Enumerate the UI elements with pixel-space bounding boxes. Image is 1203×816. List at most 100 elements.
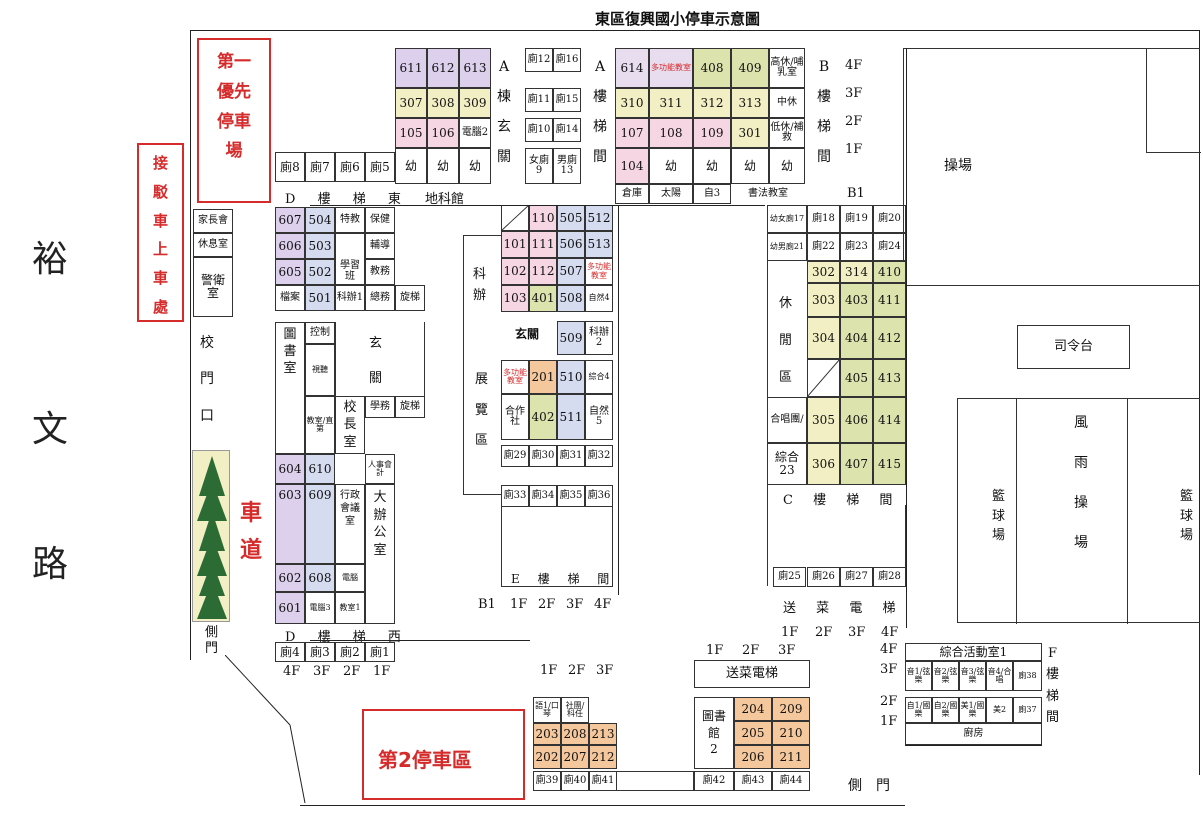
room-203[interactable]: 203	[533, 723, 561, 745]
shuttle-pickup-area[interactable]: 接 駁 車 上 車 處	[137, 143, 184, 322]
room-308[interactable]: 308	[427, 88, 459, 118]
computer-room-2[interactable]: 電腦2	[459, 118, 491, 148]
room-512[interactable]: 512	[585, 205, 613, 231]
room-101[interactable]: 101	[501, 231, 529, 258]
toilet-36: 廁36	[585, 485, 613, 507]
room-402[interactable]: 402	[529, 394, 557, 440]
room-509[interactable]: 509	[557, 321, 585, 355]
room-501[interactable]: 501	[305, 285, 335, 311]
multipurpose-room-3[interactable]: 多功能教室	[501, 360, 529, 394]
multipurpose-room-2[interactable]: 多功能教室	[585, 258, 613, 285]
room-507[interactable]: 507	[557, 258, 585, 285]
room-403[interactable]: 403	[840, 283, 873, 317]
room-504[interactable]: 504	[305, 207, 335, 233]
room-605[interactable]: 605	[275, 259, 305, 285]
room-112[interactable]: 112	[529, 258, 557, 285]
room-104[interactable]: 104	[615, 148, 649, 184]
room-205[interactable]: 205	[734, 721, 772, 745]
room-614[interactable]: 614	[615, 48, 649, 88]
parking-area-2[interactable]: 第2停車區	[362, 709, 525, 800]
room-210[interactable]: 210	[772, 721, 810, 745]
room-404[interactable]: 404	[840, 317, 873, 359]
kinder-3[interactable]: 幼	[459, 148, 491, 184]
room-107[interactable]: 107	[615, 118, 649, 148]
room-201[interactable]: 201	[529, 360, 557, 394]
room-302[interactable]: 302	[807, 261, 840, 283]
room-407[interactable]: 407	[840, 443, 873, 485]
floor-b1-center: B1	[478, 597, 496, 612]
kinder-1[interactable]: 幼	[395, 148, 427, 184]
room-414[interactable]: 414	[873, 397, 906, 443]
room-412[interactable]: 412	[873, 317, 906, 359]
room-314[interactable]: 314	[840, 261, 873, 283]
room-213[interactable]: 213	[589, 723, 617, 745]
room-415[interactable]: 415	[873, 443, 906, 485]
room-505[interactable]: 505	[557, 205, 585, 231]
room-503[interactable]: 503	[305, 233, 335, 259]
room-613[interactable]: 613	[459, 48, 491, 88]
room-301[interactable]: 301	[731, 118, 769, 148]
room-611[interactable]: 611	[395, 48, 427, 88]
room-307[interactable]: 307	[395, 88, 427, 118]
room-310[interactable]: 310	[615, 88, 649, 118]
room-603[interactable]: 603	[275, 484, 305, 564]
room-508[interactable]: 508	[557, 285, 585, 312]
room-311[interactable]: 311	[649, 88, 693, 118]
room-608[interactable]: 608	[305, 564, 335, 592]
room-411[interactable]: 411	[873, 283, 906, 317]
kinder-7[interactable]: 幼	[769, 148, 805, 184]
room-511[interactable]: 511	[557, 394, 585, 440]
room-610[interactable]: 610	[305, 454, 335, 484]
room-111[interactable]: 111	[529, 231, 557, 258]
room-105[interactable]: 105	[395, 118, 427, 148]
room-602[interactable]: 602	[275, 564, 305, 592]
room-612[interactable]: 612	[427, 48, 459, 88]
room-106[interactable]: 106	[427, 118, 459, 148]
room-401[interactable]: 401	[529, 285, 557, 312]
kinder-2[interactable]: 幼	[427, 148, 459, 184]
room-207[interactable]: 207	[561, 745, 589, 769]
room-204[interactable]: 204	[734, 697, 772, 721]
room-212[interactable]: 212	[589, 745, 617, 769]
room-410[interactable]: 410	[873, 261, 906, 283]
room-304[interactable]: 304	[807, 317, 840, 359]
room-206[interactable]: 206	[734, 745, 772, 769]
kinder-6[interactable]: 幼	[731, 148, 769, 184]
parking-area-1[interactable]: 第一 優先 停車 場	[197, 38, 271, 203]
room-313[interactable]: 313	[731, 88, 769, 118]
room-405[interactable]: 405	[840, 359, 873, 397]
room-312[interactable]: 312	[693, 88, 731, 118]
room-607[interactable]: 607	[275, 207, 305, 233]
kinder-5[interactable]: 幼	[693, 148, 731, 184]
room-102[interactable]: 102	[501, 258, 529, 285]
room-409[interactable]: 409	[731, 48, 769, 88]
room-513[interactable]: 513	[585, 231, 613, 258]
room-108[interactable]: 108	[649, 118, 693, 148]
room-109[interactable]: 109	[693, 118, 731, 148]
room-110[interactable]: 110	[529, 205, 557, 231]
room-413[interactable]: 413	[873, 359, 906, 397]
room-305[interactable]: 305	[807, 397, 840, 443]
room-601[interactable]: 601	[275, 592, 305, 624]
room-103[interactable]: 103	[501, 285, 529, 312]
room-306[interactable]: 306	[807, 443, 840, 485]
room-208[interactable]: 208	[561, 723, 589, 745]
kinder-4[interactable]: 幼	[649, 148, 693, 184]
room-408[interactable]: 408	[693, 48, 731, 88]
room-209[interactable]: 209	[772, 697, 810, 721]
room-502[interactable]: 502	[305, 259, 335, 285]
room-609[interactable]: 609	[305, 484, 335, 564]
room-606[interactable]: 606	[275, 233, 305, 259]
room-211[interactable]: 211	[772, 745, 810, 769]
room-406[interactable]: 406	[840, 397, 873, 443]
room-303[interactable]: 303	[807, 283, 840, 317]
lobby-center: 玄關	[515, 327, 540, 341]
room-604[interactable]: 604	[275, 454, 305, 484]
room-309[interactable]: 309	[459, 88, 491, 118]
room-506[interactable]: 506	[557, 231, 585, 258]
multipurpose-room[interactable]: 多功能教室	[649, 48, 693, 88]
room-202[interactable]: 202	[533, 745, 561, 769]
nature-4[interactable]: 自然4	[585, 285, 613, 312]
room-510[interactable]: 510	[557, 360, 585, 394]
